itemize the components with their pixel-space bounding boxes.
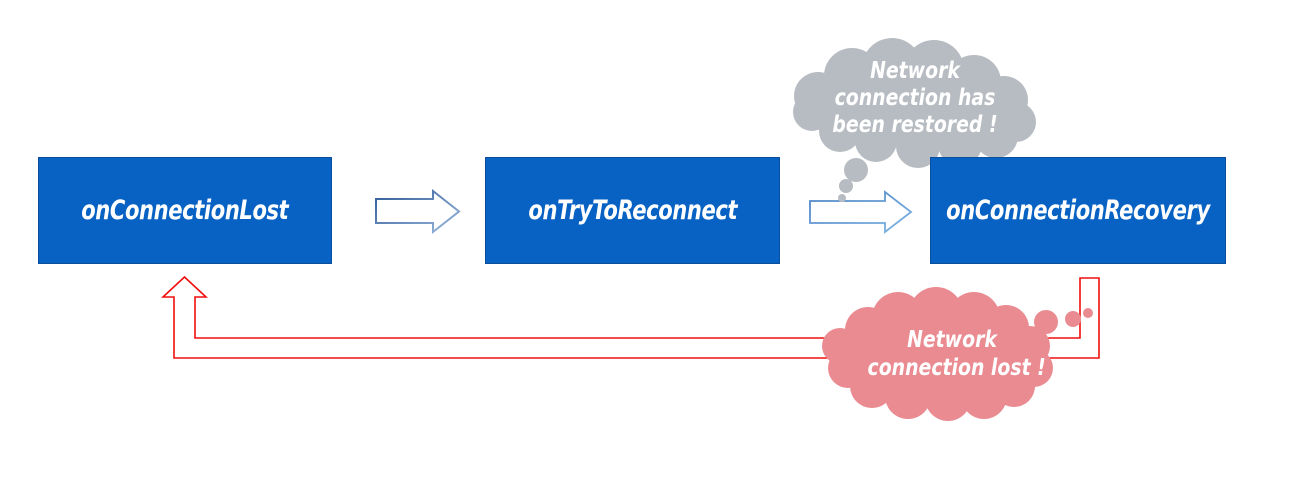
node-onconnectionrecovery: onConnectionRecovery (930, 157, 1226, 264)
thought-bubble-restored-cloud (793, 38, 1036, 202)
node-onconnectionlost: onConnectionLost (38, 157, 332, 264)
loop-arrow-icon (160, 275, 1100, 359)
node-label: onConnectionLost (81, 195, 289, 226)
bubble-restored-line-1: Network (870, 58, 960, 84)
flow-arrow-1-icon (375, 188, 461, 235)
thought-bubble-restored: Network connection has been restored ! (812, 58, 1018, 139)
bubble-lost-line-2: connection lost ! (867, 355, 1046, 381)
node-label: onConnectionRecovery (946, 195, 1210, 226)
thought-bubble-lost-cloud (822, 287, 1093, 421)
thought-bubble-lost: Network connection lost ! (849, 326, 1055, 382)
bubble-lost-line-1: Network (907, 327, 997, 353)
bubble-restored-line-2: connection has (834, 85, 996, 111)
flow-arrow-2-icon (809, 190, 913, 234)
node-ontrytoreconnect: onTryToReconnect (485, 157, 780, 264)
bubble-restored-line-3: been restored ! (832, 112, 998, 138)
node-label: onTryToReconnect (528, 195, 737, 226)
